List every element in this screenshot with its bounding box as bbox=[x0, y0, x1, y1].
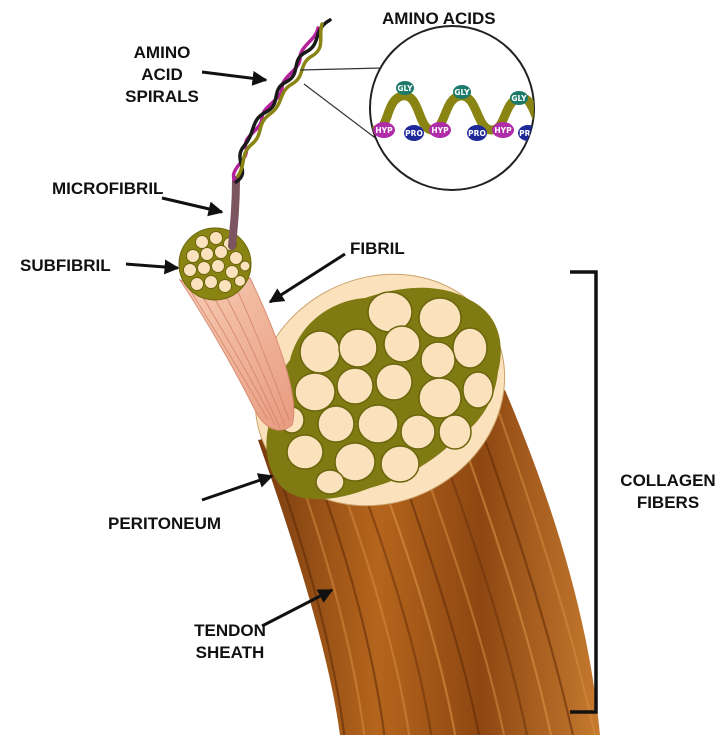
arrow-amino-acid-spirals bbox=[202, 72, 266, 80]
svg-text:SPIRALS: SPIRALS bbox=[125, 87, 199, 106]
pro-molecule: PRO bbox=[467, 125, 487, 141]
svg-text:COLLAGEN: COLLAGEN bbox=[620, 471, 715, 490]
amino-acids-zoom: GLY GLY GLY HYP PRO HYP bbox=[300, 26, 548, 190]
svg-text:GLY: GLY bbox=[511, 94, 527, 103]
svg-text:FIBERS: FIBERS bbox=[637, 493, 699, 512]
label-microfibril: MICROFIBRIL bbox=[52, 179, 163, 198]
microfibril bbox=[232, 180, 236, 246]
label-amino-acids: AMINO ACIDS bbox=[382, 9, 496, 28]
hyp-molecule: HYP bbox=[373, 122, 395, 138]
hyp-molecule: HYP bbox=[492, 122, 514, 138]
svg-text:GLY: GLY bbox=[397, 84, 413, 93]
gly-molecule: GLY bbox=[453, 85, 471, 99]
label-peritoneum: PERITONEUM bbox=[108, 514, 221, 533]
amino-acid-spiral bbox=[234, 20, 330, 182]
svg-text:HYP: HYP bbox=[375, 126, 393, 135]
svg-text:GLY: GLY bbox=[454, 88, 470, 97]
arrow-peritoneum bbox=[202, 476, 272, 500]
arrow-subfibril bbox=[126, 264, 178, 268]
svg-text:ACID: ACID bbox=[141, 65, 183, 84]
pro-molecule: PRO bbox=[404, 125, 424, 141]
label-collagen-fibers: COLLAGEN FIBERS bbox=[620, 471, 715, 512]
label-amino-acid-spirals: AMINO ACID SPIRALS bbox=[125, 43, 199, 106]
gly-molecule: GLY bbox=[396, 81, 414, 95]
svg-text:TENDON: TENDON bbox=[194, 621, 266, 640]
label-fibril: FIBRIL bbox=[350, 239, 405, 258]
svg-text:PRO: PRO bbox=[468, 129, 486, 138]
svg-text:PRO: PRO bbox=[405, 129, 423, 138]
svg-text:HYP: HYP bbox=[431, 126, 449, 135]
subfibril-cross-section bbox=[179, 228, 251, 300]
svg-text:AMINO: AMINO bbox=[134, 43, 191, 62]
svg-text:SHEATH: SHEATH bbox=[196, 643, 265, 662]
pro-molecule: PRO bbox=[518, 125, 538, 141]
fibril bbox=[180, 278, 294, 430]
svg-text:PRO: PRO bbox=[519, 129, 537, 138]
label-subfibril: SUBFIBRIL bbox=[20, 256, 111, 275]
svg-text:HYP: HYP bbox=[494, 126, 512, 135]
arrow-microfibril bbox=[162, 198, 222, 212]
hyp-molecule: HYP bbox=[429, 122, 451, 138]
gly-molecule: GLY bbox=[510, 91, 528, 105]
label-tendon-sheath: TENDON SHEATH bbox=[194, 621, 266, 662]
